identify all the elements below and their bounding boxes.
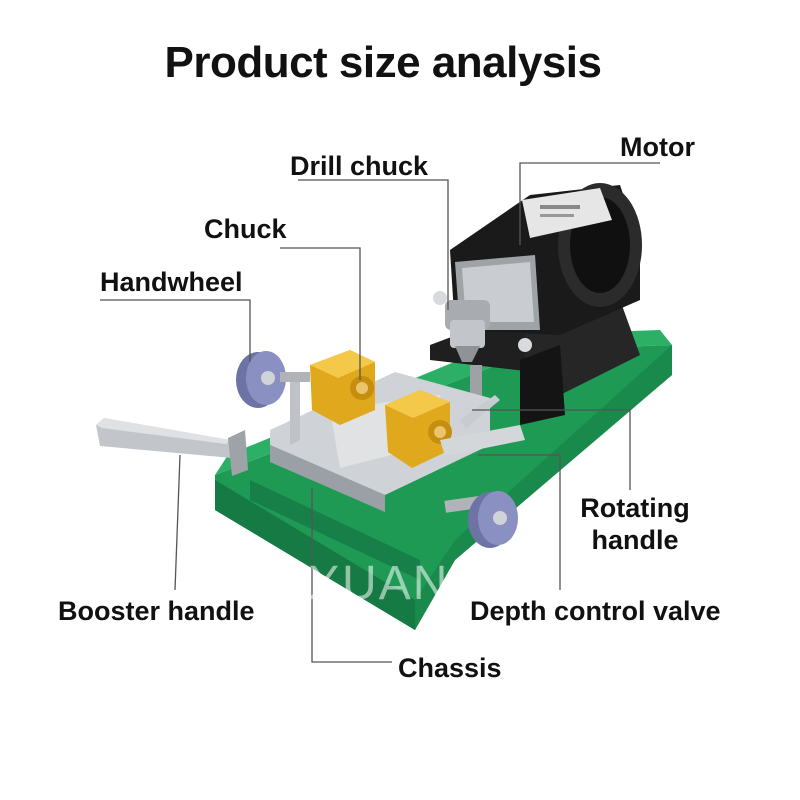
label-drill-chuck: Drill chuck bbox=[290, 151, 429, 181]
chuck-left bbox=[310, 350, 375, 425]
label-handwheel: Handwheel bbox=[100, 267, 243, 297]
label-booster-handle: Booster handle bbox=[58, 596, 255, 626]
leader-lines bbox=[100, 162, 660, 663]
chuck-right bbox=[385, 390, 452, 468]
label-rotating-handle: Rotating handle bbox=[578, 492, 692, 557]
motor bbox=[450, 183, 642, 335]
label-chuck: Chuck bbox=[204, 214, 287, 244]
watermark-text: EXUAN bbox=[274, 557, 450, 610]
rotating-handle-lever bbox=[440, 395, 525, 456]
page-title: Product size analysis bbox=[164, 38, 602, 87]
booster-handle bbox=[96, 418, 248, 476]
depth-handwheel bbox=[444, 491, 518, 548]
label-motor: Motor bbox=[620, 132, 695, 162]
label-rotating-handle-line1: Rotating bbox=[580, 493, 690, 523]
drill-chuck bbox=[433, 291, 532, 362]
handwheel bbox=[236, 351, 310, 408]
label-rotating-handle-line2: handle bbox=[591, 525, 679, 556]
label-chassis: Chassis bbox=[398, 653, 502, 683]
label-depth-control-valve: Depth control valve bbox=[470, 596, 721, 626]
